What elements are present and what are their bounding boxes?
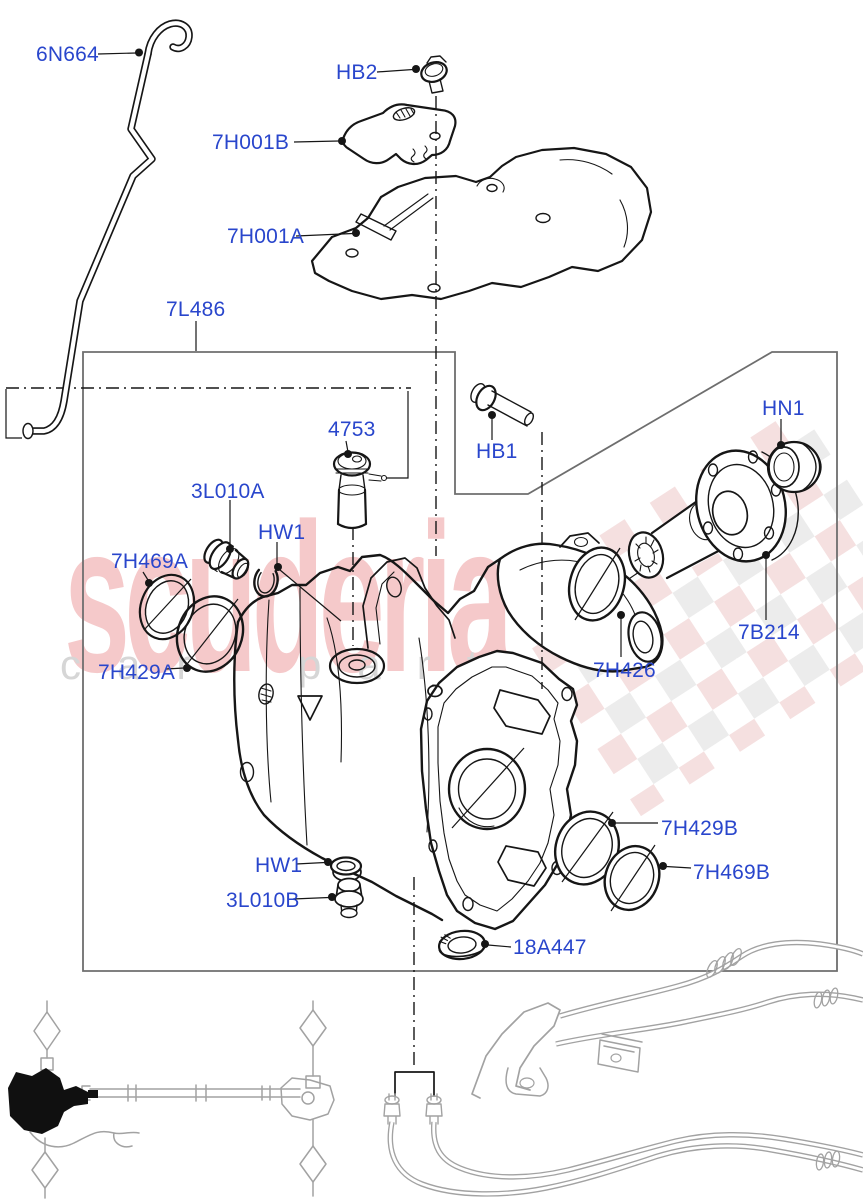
callout-HB2[interactable]: HB2 [336,61,378,84]
callout-HW1-lower[interactable]: HW1 [255,854,303,877]
callout-7L486[interactable]: 7L486 [166,298,226,321]
housing-rear-flange [419,649,579,931]
callout-7B214[interactable]: 7B214 [738,621,800,644]
transfer-case-front-body [233,553,502,922]
filler-plug-3L010A [203,538,250,580]
washer-HW1-lower [329,856,363,876]
callout-7H429A[interactable]: 7H429A [98,661,176,684]
callout-3L010B[interactable]: 3L010B [226,889,300,912]
centerline-dashes [352,96,543,1066]
bolt-HB1 [470,383,535,427]
callout-18A447[interactable]: 18A447 [513,936,587,959]
callout-HB1[interactable]: HB1 [476,440,518,463]
cooler-hoses-thumbnail [383,939,863,1197]
plug-HN1 [766,440,822,494]
callout-7H469B[interactable]: 7H469B [693,861,771,884]
seal-7H469A [138,573,196,641]
driveline-thumbnail [8,1000,335,1199]
callout-7H469A[interactable]: 7H469A [111,550,189,573]
callout-7H426[interactable]: 7H426 [593,659,656,682]
callout-6N664[interactable]: 6N664 [36,43,99,66]
datum-line-horizontal [5,387,411,439]
seal-7H429A [175,595,245,673]
callout-3L010A[interactable]: 3L010A [191,480,265,503]
seal-18A447 [437,929,487,961]
callout-7H429B[interactable]: 7H429B [661,817,739,840]
heat-shield-7H001B [341,103,457,166]
bolt-HB2 [420,55,448,94]
drain-plug-3L010B [334,877,364,919]
callout-7H001B[interactable]: 7H001B [212,131,290,154]
assembly-boundary-box [82,351,838,972]
breather-4753 [332,391,409,530]
callout-leaders [97,48,785,948]
output-flange-7B214 [627,449,799,580]
callout-7H001A[interactable]: 7H001A [227,225,305,248]
seal-7H469B [603,844,661,912]
callout-HN1[interactable]: HN1 [762,397,805,420]
locating-bracket [394,1071,435,1097]
vent-pipe-6N664 [22,19,193,440]
watermark-checker-flag [500,405,863,817]
heat-shield-7H001A [310,146,653,301]
install-line-HW1-upper [279,569,342,622]
watermark-brand: scuderia [64,479,513,716]
seal-7H429B [554,810,620,886]
callout-4753[interactable]: 4753 [328,418,376,441]
o-ring-7H426 [567,546,627,622]
callout-HW1-upper[interactable]: HW1 [258,521,306,544]
